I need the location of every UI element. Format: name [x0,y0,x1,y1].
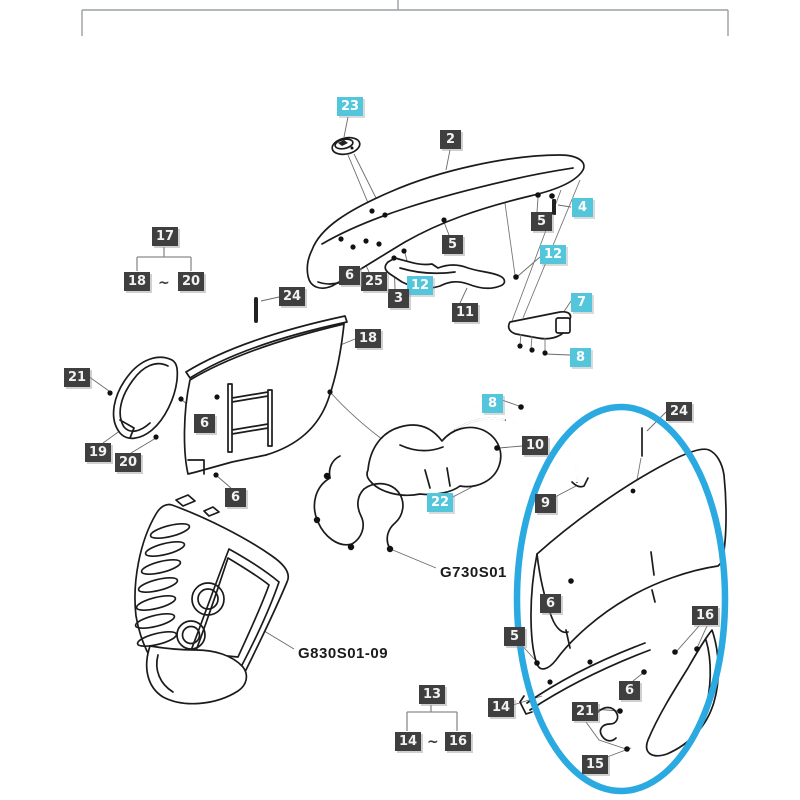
part-label-6-d: 6 [540,594,561,613]
part-label-4: 4 [572,198,593,217]
part-label-3: 3 [388,289,409,308]
part-label-5-a: 5 [531,212,552,231]
part-label-21-b: 21 [572,702,599,721]
part-label-22: 22 [427,493,454,512]
part-label-7: 7 [571,293,592,312]
part-label-14-b: 14 [395,732,422,751]
hinge-bracket-7 [507,310,572,351]
part-label-6-a: 6 [339,266,360,285]
part-label-5-c: 5 [504,627,525,646]
wire-harness [313,455,404,553]
range-tilde-1: ~ [158,275,170,291]
part-label-23: 23 [337,97,364,116]
part-label-11: 11 [452,303,479,322]
part-label-24-b: 24 [666,402,693,421]
part-label-14-a: 14 [488,698,515,717]
part-label-18-b: 18 [355,329,382,348]
range-tilde-2: ~ [427,734,439,750]
fuel-cap [331,136,361,156]
part-label-12-a: 12 [540,245,567,264]
part-label-6-c: 6 [225,488,246,507]
side-panel-small [112,356,179,440]
grille-assembly [134,494,290,705]
part-label-19: 19 [85,443,112,462]
part-label-6-b: 6 [194,414,215,433]
rod-24-left [254,297,258,323]
part-label-24-a: 24 [279,287,306,306]
part-label-12-b: 12 [407,276,434,295]
part-label-20-b: 20 [115,453,142,472]
bracket-11 [384,257,506,290]
harness-code-text: G730S01 [440,564,507,581]
part-label-16-a: 16 [692,606,719,625]
part-label-8-b: 8 [482,394,503,413]
part-label-10: 10 [522,436,549,455]
part-label-18-a: 18 [124,272,151,291]
page-bracket [81,0,729,36]
part-label-20-a: 20 [178,272,205,291]
part-label-9: 9 [535,494,556,513]
part-label-13: 13 [419,685,446,704]
part-label-21-a: 21 [64,368,91,387]
duct-22 [366,424,502,497]
part-label-25: 25 [361,272,388,291]
part-label-5-b: 5 [442,235,463,254]
part-label-8-a: 8 [570,348,591,367]
part-label-17: 17 [152,227,179,246]
part-label-16-b: 16 [445,732,472,751]
part-label-6-e: 6 [619,681,640,700]
label-tree-connectors [136,247,458,731]
side-panel-18 [183,315,348,475]
part-label-2: 2 [440,130,461,149]
part-label-15: 15 [582,755,609,774]
grille-code-text: G830S01-09 [298,645,389,662]
